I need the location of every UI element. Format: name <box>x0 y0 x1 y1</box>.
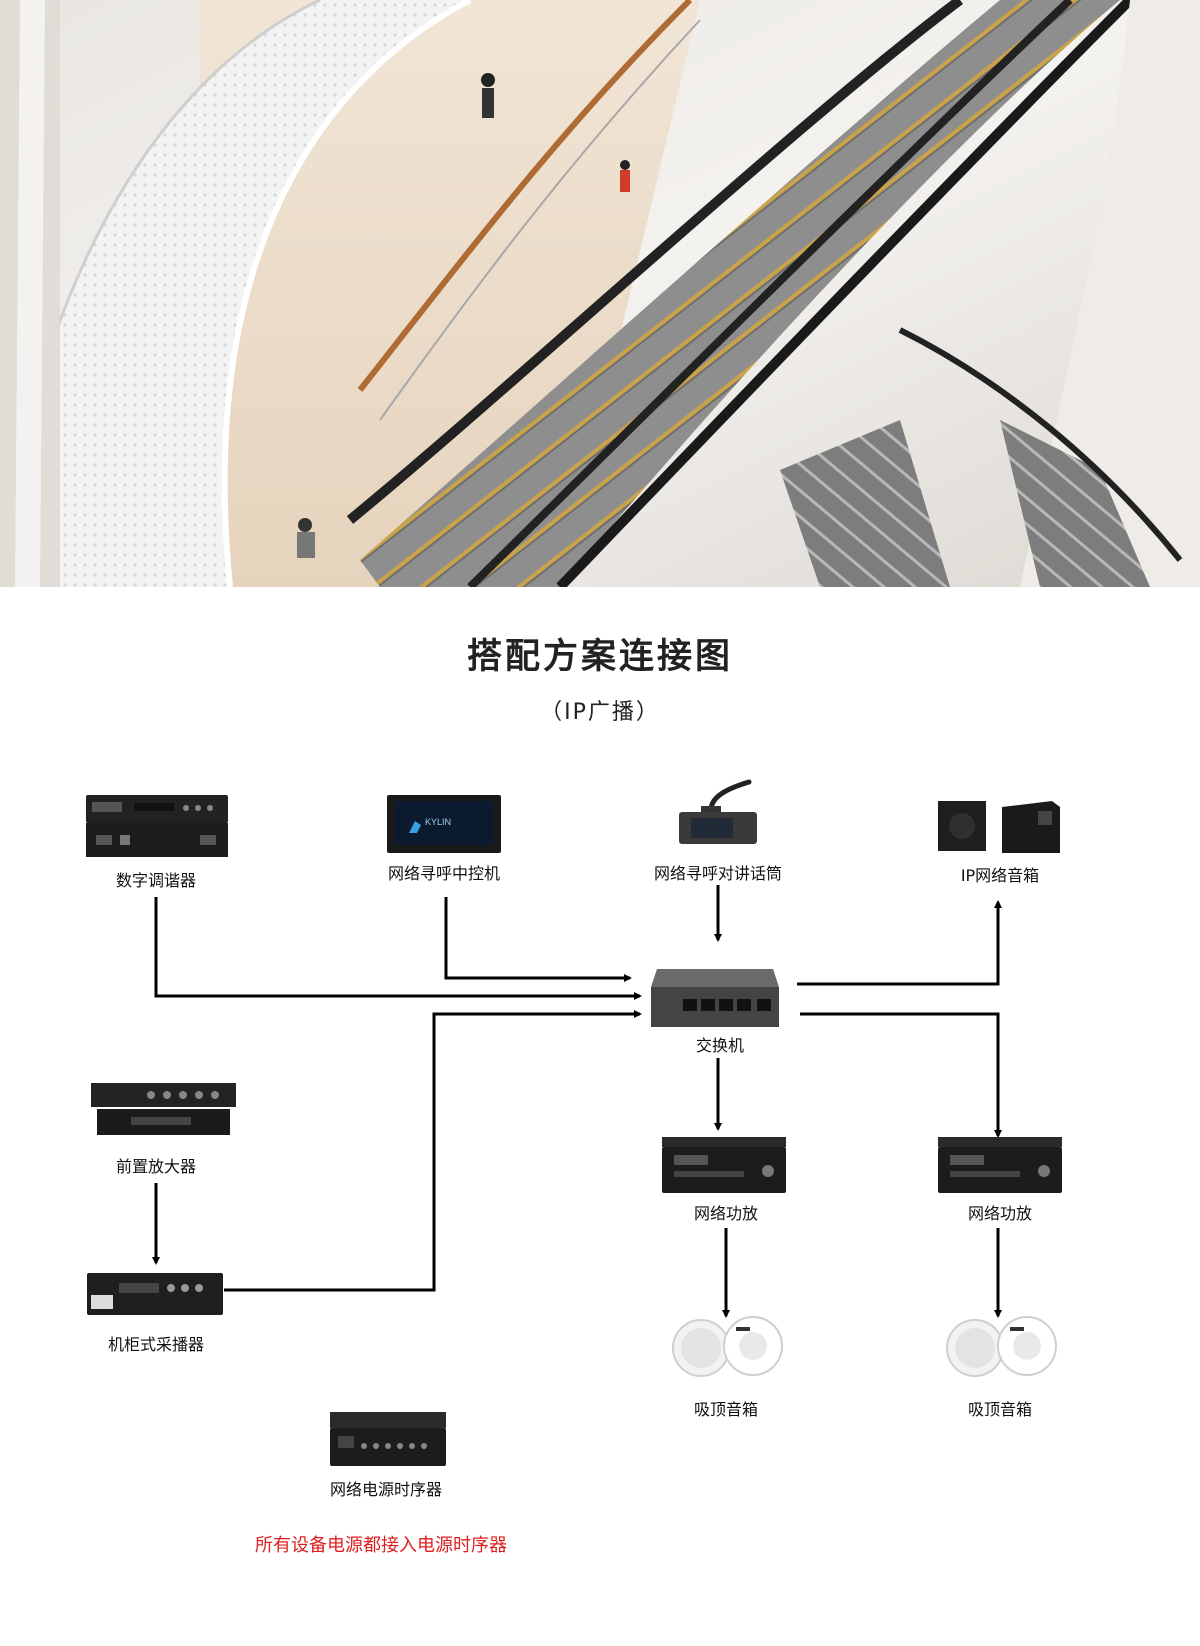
wire-tuner-to-switch <box>154 897 642 1000</box>
paging-controller-label: 网络寻呼中控机 <box>387 864 500 883</box>
paging-mic-image <box>679 778 759 844</box>
wire-switch-to-amp2 <box>800 1012 1002 1138</box>
digital-tuner-image <box>86 795 228 857</box>
power-sequencer-label: 网络电源时序器 <box>329 1480 442 1499</box>
network-amp-1-image <box>662 1137 786 1193</box>
ceiling-speaker-2-image <box>942 1315 1060 1377</box>
wire-controller-to-switch <box>444 897 632 982</box>
wire-rackplayer-to-switch <box>224 1010 642 1292</box>
preamp-image <box>91 1083 236 1135</box>
rack-player-image <box>87 1273 223 1315</box>
ceiling-speaker-1-label: 吸顶音箱 <box>693 1400 758 1419</box>
power-note: 所有设备电源都接入电源时序器 <box>255 1535 507 1556</box>
power-sequencer-image <box>330 1412 446 1466</box>
diagram-subtitle: （IP广播） <box>540 700 660 725</box>
wire-switch-to-ipspeaker <box>797 900 1002 986</box>
ip-speaker-image <box>938 801 1060 853</box>
ip-speaker-label: IP网络音箱 <box>960 866 1040 885</box>
controller-logo: KYLIN <box>425 817 451 827</box>
switch-label: 交换机 <box>695 1036 744 1055</box>
digital-tuner-label: 数字调谐器 <box>115 871 196 890</box>
hero-escalator-photo <box>0 0 1200 587</box>
diagram-title: 搭配方案连接图 <box>466 637 733 677</box>
network-amp-1-label: 网络功放 <box>693 1204 758 1223</box>
paging-mic-label: 网络寻呼对讲话筒 <box>653 864 782 883</box>
network-amp-2-image <box>938 1137 1062 1193</box>
ceiling-speaker-1-image <box>668 1315 786 1377</box>
network-amp-2-label: 网络功放 <box>967 1204 1032 1223</box>
ceiling-speaker-2-label: 吸顶音箱 <box>967 1400 1032 1419</box>
paging-controller-image: KYLIN <box>387 795 501 853</box>
rack-player-label: 机柜式采播器 <box>107 1335 204 1354</box>
preamp-label: 前置放大器 <box>115 1157 196 1176</box>
switch-image <box>651 969 779 1027</box>
